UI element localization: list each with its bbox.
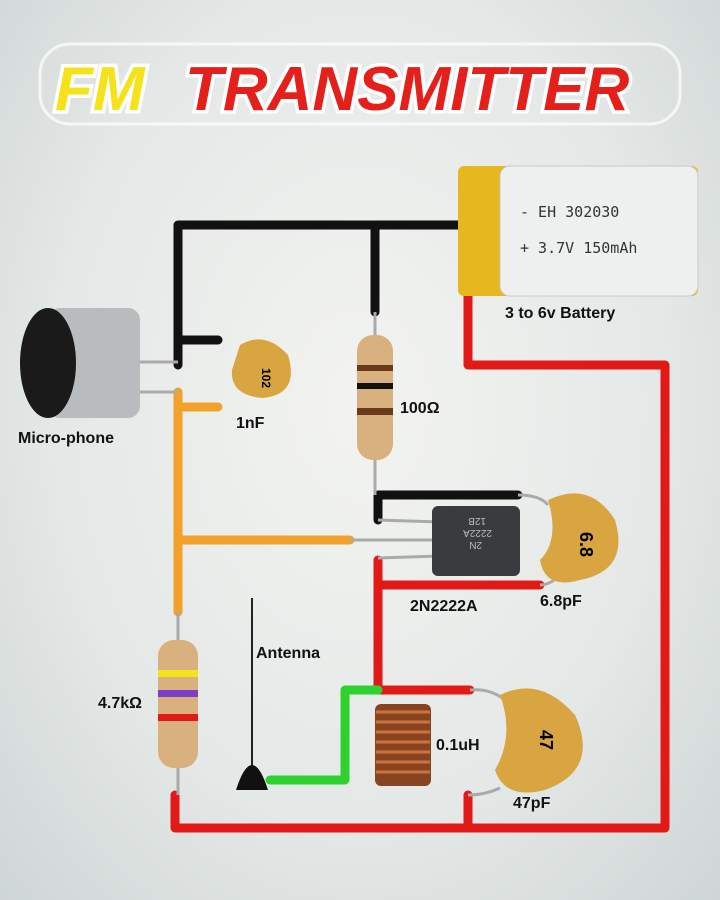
- title: FM TRANSMITTER: [38, 42, 682, 128]
- resistor-100-label: 100Ω: [400, 400, 440, 417]
- transistor-marking-2: 2222A: [463, 527, 492, 538]
- title-transmitter: TRANSMITTER: [185, 55, 630, 124]
- inductor: 0.1uH: [375, 704, 480, 786]
- title-fm: FM: [55, 55, 146, 124]
- capacitor-1nf: 102 1nF: [231, 339, 291, 432]
- cap-6-8-marking: 6.8: [576, 532, 596, 557]
- capacitor-6-8pf: 6.8 6.8pF: [517, 493, 619, 610]
- resistor-4-7k: 4.7kΩ: [98, 612, 198, 795]
- inductor-label: 0.1uH: [436, 737, 480, 754]
- transistor-marking-1: 2N: [469, 539, 482, 550]
- antenna-label: Antenna: [256, 645, 320, 662]
- cap-47-marking: 47: [536, 730, 556, 750]
- microphone-label: Micro-phone: [18, 430, 114, 447]
- transistor-label: 2N2222A: [410, 598, 478, 615]
- resistor-4-7k-label: 4.7kΩ: [98, 695, 142, 712]
- transistor: 2N 2222A 12B 2N2222A: [350, 506, 520, 615]
- battery-line2: + 3.7V 150mAh: [520, 239, 637, 257]
- battery: - EH 302030 + 3.7V 150mAh 3 to 6v Batter…: [458, 165, 699, 322]
- wire-antenna: [265, 685, 383, 785]
- wire-positive: [170, 235, 670, 833]
- cap-1nf-label: 1nF: [236, 415, 265, 432]
- microphone: Micro-phone: [18, 308, 178, 447]
- cap-1nf-marking: 102: [259, 368, 273, 388]
- wire-signal: [173, 387, 355, 617]
- transistor-marking-3: 12B: [468, 515, 486, 526]
- antenna: Antenna: [236, 598, 320, 790]
- cap-6-8-label: 6.8pF: [540, 593, 582, 610]
- capacitor-47pf: 47 47pF: [467, 688, 583, 812]
- battery-label: 3 to 6v Battery: [505, 305, 615, 322]
- wire-negative: [173, 220, 523, 525]
- resistor-100: 100Ω: [357, 312, 440, 495]
- battery-line1: - EH 302030: [520, 203, 619, 221]
- cap-47-label: 47pF: [513, 795, 551, 812]
